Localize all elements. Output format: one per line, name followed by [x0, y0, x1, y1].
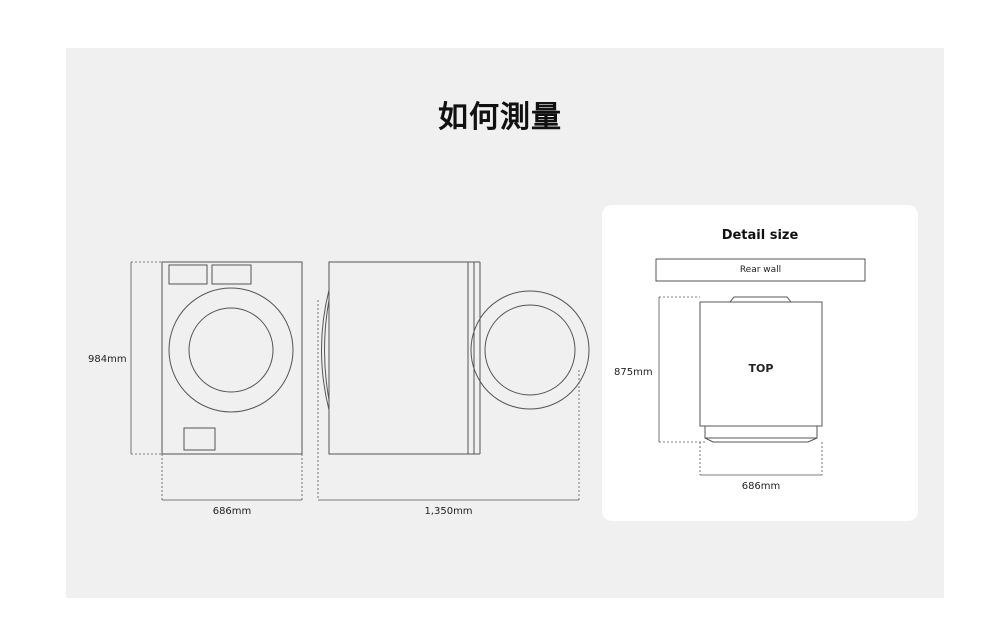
door-outer-ring	[168, 287, 294, 413]
door-hinge-curve-outer	[321, 289, 330, 411]
side-body-outline	[328, 261, 469, 455]
top-front-edge	[704, 437, 818, 443]
front-view	[161, 261, 303, 455]
side-view	[321, 261, 590, 455]
filter-cover	[183, 427, 216, 451]
open-door-glass	[484, 304, 576, 396]
top-rear-edge	[729, 296, 792, 303]
side-back-panel	[467, 261, 475, 455]
detergent-drawer	[168, 264, 208, 285]
top-label: TOP	[748, 362, 774, 375]
detail-width-label: 686mm	[741, 481, 781, 492]
rear-wall-label: Rear wall	[739, 265, 782, 275]
detail-size-title: Detail size	[721, 228, 799, 243]
door-hinge-curve-inner	[324, 299, 330, 401]
detail-top-view	[655, 258, 866, 443]
door-glass	[188, 307, 274, 393]
top-front-strip	[704, 425, 818, 439]
open-door-ring	[470, 290, 590, 410]
rear-wall-box	[655, 258, 866, 282]
front-width-label: 686mm	[212, 506, 252, 517]
control-panel	[211, 264, 252, 285]
front-body-outline	[161, 261, 303, 455]
detail-size-card	[602, 205, 918, 521]
height-label: 984mm	[88, 354, 127, 365]
depth-label: 1,350mm	[424, 506, 473, 517]
detail-depth-label: 875mm	[614, 367, 653, 378]
page-title: 如何測量	[438, 100, 562, 135]
